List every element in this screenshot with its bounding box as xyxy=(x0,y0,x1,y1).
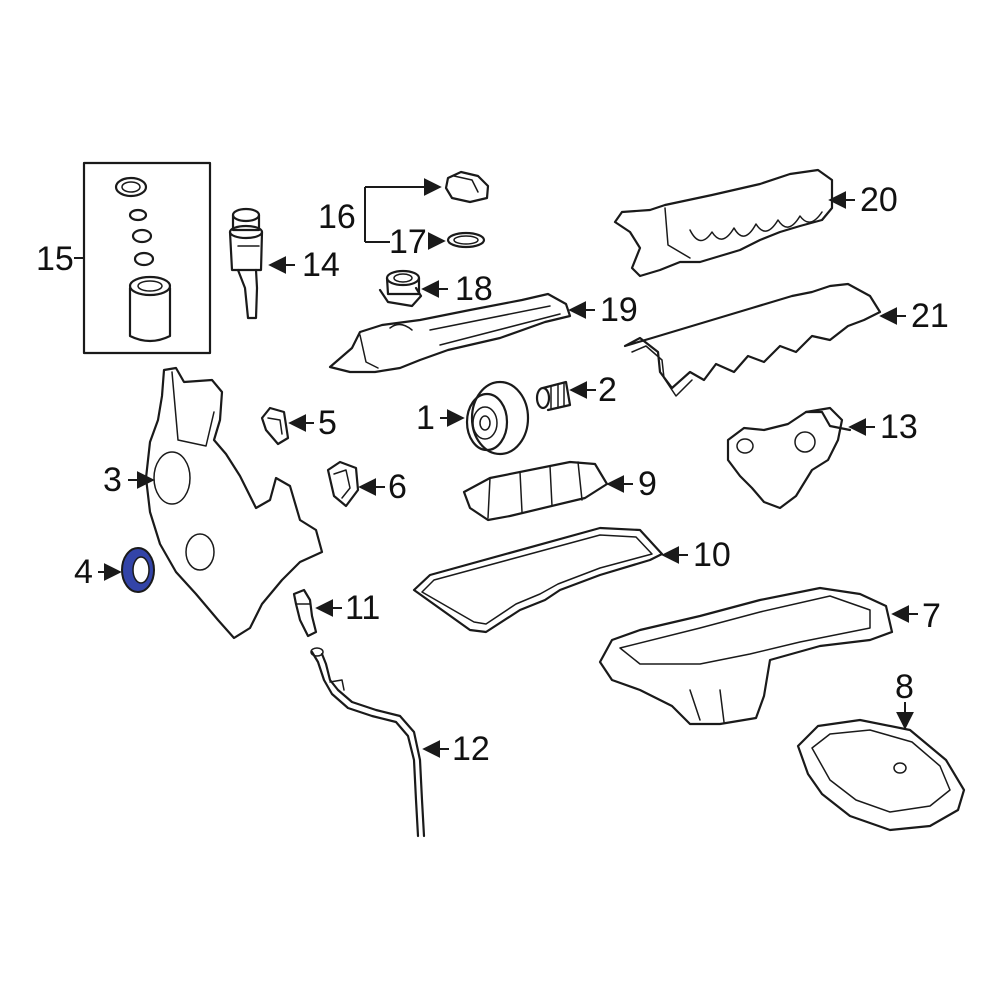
part-11-sensor[interactable] xyxy=(292,588,318,638)
part-20-valve-cover[interactable] xyxy=(613,168,834,278)
callout-15: 15 xyxy=(36,240,74,278)
part-3-timing-cover[interactable] xyxy=(144,366,324,640)
part-17-cap-seal[interactable] xyxy=(446,231,486,249)
callout-10: 10 xyxy=(693,536,731,574)
callout-12: 12 xyxy=(452,730,490,768)
part-2-boot[interactable] xyxy=(535,380,572,412)
seal-inner xyxy=(132,556,150,584)
part-6-gasket[interactable] xyxy=(326,460,360,508)
callout-9: 9 xyxy=(638,465,657,503)
callout-8: 8 xyxy=(895,668,914,706)
part-4-crankshaft-seal[interactable] xyxy=(121,547,155,593)
part-12-dipstick-tube[interactable] xyxy=(310,647,426,838)
part-5-gasket[interactable] xyxy=(260,406,290,446)
callout-6: 6 xyxy=(388,468,407,506)
callout-13: 13 xyxy=(880,408,918,446)
part-7-upper-oil-pan[interactable] xyxy=(598,586,894,726)
callout-17: 17 xyxy=(389,223,427,261)
part-8-lower-oil-pan[interactable] xyxy=(796,718,966,832)
callout-1: 1 xyxy=(416,399,435,437)
part-14-filter-housing[interactable] xyxy=(228,207,264,320)
callout-2: 2 xyxy=(598,371,617,409)
callout-11: 11 xyxy=(345,589,380,627)
callout-5: 5 xyxy=(318,404,337,442)
part-15-oil-filter-kit[interactable] xyxy=(82,161,212,355)
callout-19: 19 xyxy=(600,291,638,329)
part-10-oil-pan-gasket[interactable] xyxy=(412,526,664,634)
callout-18: 18 xyxy=(455,270,493,308)
part-9-baffle[interactable] xyxy=(462,460,609,522)
part-18-oil-filler-neck[interactable] xyxy=(378,269,423,308)
callout-7: 7 xyxy=(922,597,941,635)
callout-3: 3 xyxy=(103,461,122,499)
callout-20: 20 xyxy=(860,181,898,219)
callout-21: 21 xyxy=(911,297,949,335)
part-13-bracket[interactable] xyxy=(726,406,852,510)
part-16-oil-filler-cap[interactable] xyxy=(444,170,490,204)
part-1-crankshaft-pulley[interactable] xyxy=(465,380,530,456)
callout-4: 4 xyxy=(74,553,93,591)
callout-14: 14 xyxy=(302,246,340,284)
part-21-valve-cover-gasket[interactable] xyxy=(623,282,882,397)
part-19-valve-cover[interactable] xyxy=(328,292,572,374)
callout-16: 16 xyxy=(318,198,356,236)
